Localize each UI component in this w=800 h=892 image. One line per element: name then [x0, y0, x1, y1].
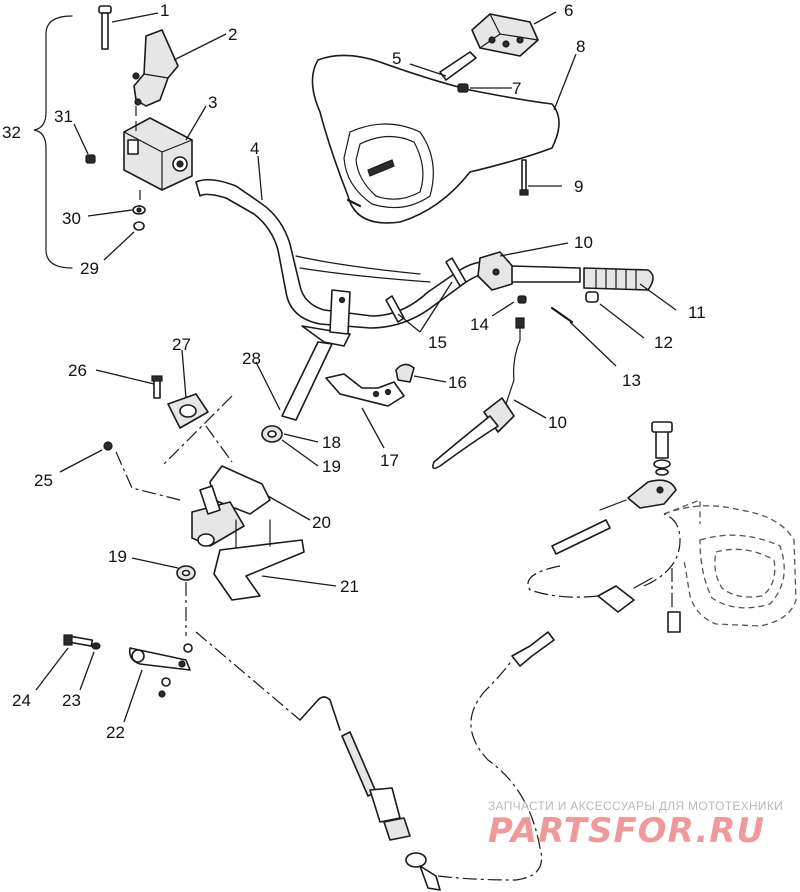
- watermark-subtitle: ЗАПЧАСТИ И АКСЕССУАРЫ ДЛЯ МОТОТЕХНИКИ: [488, 799, 783, 813]
- part-1-bolt: [98, 5, 112, 50]
- part-11-grip: [511, 265, 654, 291]
- callout-10-upper: 10: [574, 233, 593, 252]
- part-25-nut: [103, 441, 113, 451]
- callout-19-lower: 19: [108, 547, 127, 566]
- callout-1: 1: [160, 1, 169, 20]
- callout-14: 14: [470, 315, 489, 334]
- callout-11: 11: [688, 303, 706, 322]
- part-21-lower-bracket: [213, 519, 305, 601]
- part-24-bolt: [63, 634, 94, 647]
- part-27-flange: [167, 393, 209, 429]
- group-32-bracket: [33, 15, 73, 269]
- part-3-clamp-block: [123, 117, 193, 191]
- part-26-bolt: [151, 375, 163, 399]
- right-tie-rod-end: [511, 421, 681, 667]
- part-30-washer: [132, 205, 146, 215]
- callout-28: 28: [242, 349, 261, 368]
- part-13-screw: [550, 306, 574, 324]
- callout-15: 15: [428, 333, 447, 352]
- callout-24: 24: [12, 691, 31, 710]
- callout-16: 16: [448, 373, 467, 392]
- part-10-throttle-switch: [477, 251, 515, 291]
- callout-23: 23: [62, 691, 81, 710]
- part-8-handlebar-pad: [311, 54, 560, 224]
- assembly-center-lines: [115, 106, 681, 881]
- callout-12: 12: [654, 333, 673, 352]
- part-20-steering-support: [191, 465, 271, 547]
- callout-19-upper: 19: [322, 457, 341, 476]
- part-19-washer-lower: [176, 565, 196, 581]
- part-5-strap: [439, 51, 477, 81]
- part-17-plate: [325, 373, 405, 407]
- tie-rod-assembly: [299, 696, 441, 891]
- part-29-nut: [133, 221, 145, 231]
- callout-31: 31: [54, 107, 73, 126]
- part-10-kill-cord: [432, 317, 525, 470]
- callout-13: 13: [622, 371, 641, 390]
- part-7-clip: [457, 83, 469, 93]
- callout-26: 26: [68, 361, 87, 380]
- callout-9: 9: [574, 177, 583, 196]
- callout-10-lower: 10: [548, 413, 567, 432]
- callout-labels: 1 2 3 4 5 6 7 8 9 10 10 11 12 13 14 15 1…: [2, 1, 706, 742]
- callout-4: 4: [250, 139, 259, 158]
- callout-18: 18: [322, 433, 341, 452]
- callout-25: 25: [34, 471, 53, 490]
- part-18-bushing: [261, 425, 283, 443]
- callout-17: 17: [380, 451, 399, 470]
- callout-7: 7: [512, 79, 521, 98]
- callout-6: 6: [564, 1, 573, 20]
- leader-lines: [35, 11, 677, 723]
- callout-30: 30: [62, 209, 81, 228]
- part-9-screw: [519, 159, 529, 196]
- part-16-cap: [395, 363, 415, 383]
- part-14-nut: [517, 295, 527, 304]
- part-23-washer: [91, 642, 101, 650]
- callout-29: 29: [80, 259, 99, 278]
- watermark: ЗАПЧАСТИ И АКСЕССУАРЫ ДЛЯ МОТОТЕХНИКИ PA…: [488, 799, 783, 851]
- callout-20: 20: [312, 513, 331, 532]
- watermark-brand: PARTSFOR.RU: [488, 811, 765, 851]
- callout-2: 2: [228, 25, 237, 44]
- callout-21: 21: [340, 577, 359, 596]
- part-22-pitman-arm: [128, 643, 193, 698]
- callout-22: 22: [106, 723, 125, 742]
- callout-5: 5: [392, 49, 401, 68]
- part-31-nut: [85, 154, 96, 164]
- part-28-steering-post: [281, 289, 351, 421]
- callout-27: 27: [172, 335, 191, 354]
- part-6-switch-block: [471, 13, 539, 57]
- part-12-plug: [585, 291, 599, 303]
- callout-8: 8: [576, 37, 585, 56]
- callout-3: 3: [208, 93, 217, 112]
- spindle-hub-phantom: [663, 499, 797, 627]
- part-2-bracket: [132, 29, 179, 107]
- callout-32: 32: [2, 123, 21, 142]
